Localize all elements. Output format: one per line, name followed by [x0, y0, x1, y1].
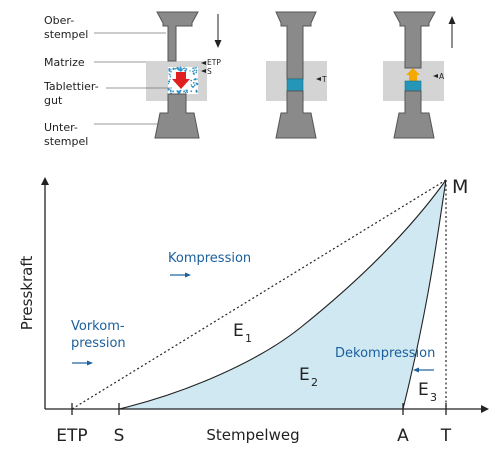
label-e1: E	[233, 321, 244, 341]
label-dekompression: Dekompression	[335, 346, 435, 361]
lower-punch	[393, 90, 435, 139]
label-tablettiergut-2: gut	[44, 94, 63, 107]
label-vorkompression-1: Vorkom-	[71, 319, 125, 334]
marker-t-label: T	[321, 75, 327, 84]
y-axis-title: Presskraft	[18, 256, 36, 331]
x-axis-title: Stempelweg	[206, 426, 299, 444]
force-displacement-chart: ETP S A T Stempelweg Presskraft M Vorkom…	[18, 176, 489, 446]
label-e2-sub: 2	[311, 376, 318, 389]
marker-s-label: S	[207, 67, 212, 76]
dekompression-arrow-head	[413, 367, 419, 373]
a-marker	[433, 74, 438, 78]
press-stages: Ober- stempel Matrize Tablettier- gut Un…	[43, 11, 456, 148]
tablet	[286, 78, 304, 92]
etp-marker	[201, 61, 206, 65]
lower-punch	[154, 93, 200, 139]
label-e3: E	[418, 380, 429, 400]
label-unterstempel-1: Unter-	[44, 121, 78, 134]
press-stage-2	[266, 11, 327, 139]
marker-etp-label: ETP	[207, 58, 221, 67]
upper-punch	[393, 11, 436, 69]
label-tablettiergut-1: Tablettier-	[43, 80, 99, 93]
tick-label-a: A	[397, 426, 409, 446]
label-oberstempel-2: stempel	[44, 28, 88, 41]
s-marker	[201, 69, 206, 73]
label-unterstempel-2: stempel	[44, 135, 88, 148]
label-oberstempel-1: Ober-	[44, 14, 74, 27]
tablet	[404, 80, 422, 92]
marker-a-label: A	[439, 72, 445, 81]
t-marker	[316, 77, 321, 81]
upward-arrow-head	[448, 16, 456, 24]
tick-label-etp: ETP	[56, 426, 87, 446]
label-e1-sub: 1	[245, 332, 252, 345]
peak-label-m: M	[452, 176, 468, 198]
x-axis-arrowhead	[481, 405, 489, 413]
label-kompression: Kompression	[168, 251, 251, 266]
label-vorkompression-2: pression	[71, 336, 126, 351]
dotted-line-etp-to-m	[71, 179, 447, 410]
label-matrize: Matrize	[44, 56, 85, 69]
compression-curve	[118, 179, 447, 410]
vorkompression-arrow-head	[87, 360, 93, 366]
tick-label-s: S	[114, 426, 125, 446]
label-e2: E	[299, 365, 310, 385]
downward-arrow-head	[214, 40, 222, 48]
compression-arrow-red	[172, 72, 190, 89]
energy-area	[119, 180, 446, 409]
kompression-arrow-head	[185, 272, 191, 278]
label-e3-sub: 3	[430, 391, 437, 404]
upper-punch	[156, 11, 199, 62]
tick-label-t: T	[440, 426, 452, 446]
powder-dots	[167, 66, 199, 95]
decompression-curve	[402, 179, 447, 410]
decompression-arrow-orange	[406, 68, 420, 81]
lower-punch	[275, 90, 317, 139]
press-stage-3	[383, 11, 456, 139]
y-axis-arrowhead	[41, 177, 49, 185]
press-stage-1	[146, 11, 222, 139]
